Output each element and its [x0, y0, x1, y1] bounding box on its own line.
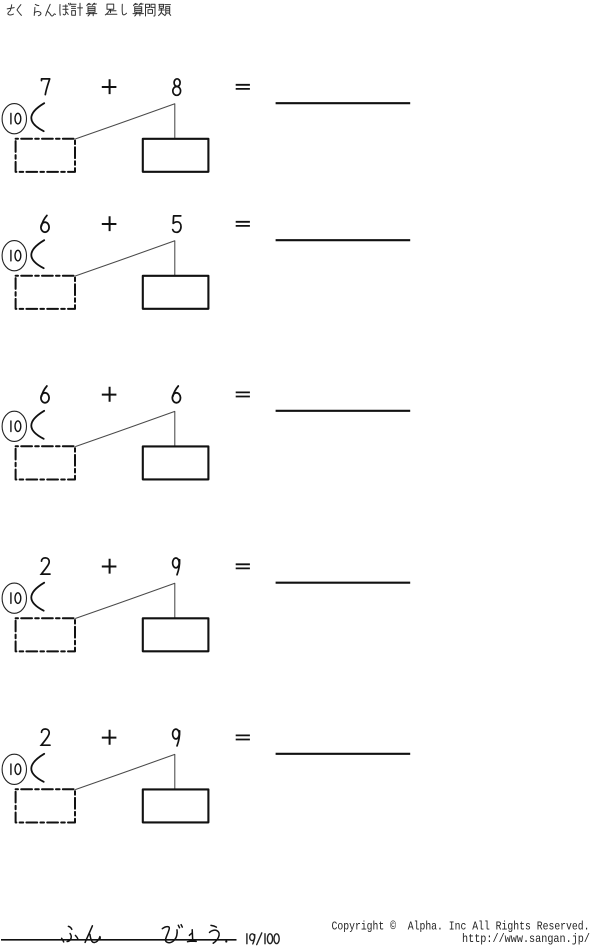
- svg-text:Copyright © Alpha. Inc All Ri: Copyright © Alpha. Inc All Rights Reserv…: [332, 920, 590, 934]
- svg-text:http://www.sangan.jp/: http://www.sangan.jp/: [462, 932, 590, 946]
